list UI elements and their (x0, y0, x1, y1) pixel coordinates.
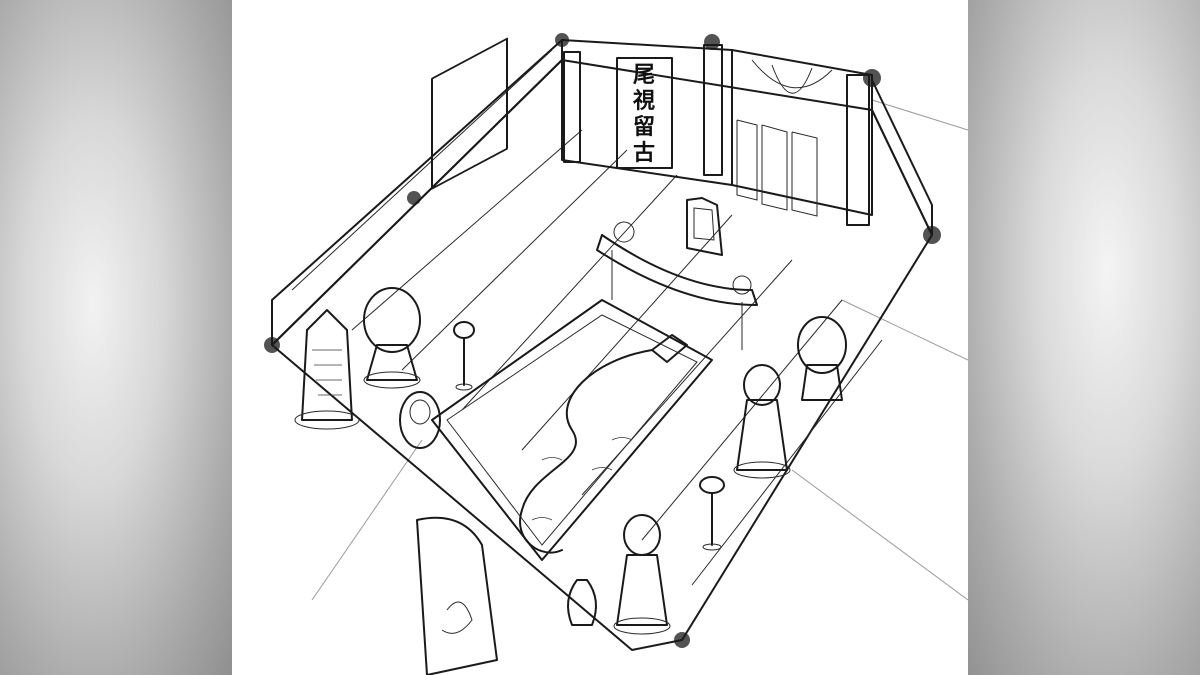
folding-screen-2 (761, 124, 788, 211)
door-panel (416, 516, 498, 675)
room-floor (271, 59, 933, 651)
banner-glyph-2: 視 (633, 88, 655, 114)
statue-right-2 (797, 316, 847, 401)
pillar-caps (264, 33, 941, 648)
desk (596, 221, 758, 350)
pillar-left (563, 51, 581, 163)
right-back-wall (731, 49, 873, 226)
statue-left-2 (294, 309, 360, 430)
pillar-center (703, 44, 723, 176)
cabinet (431, 37, 508, 190)
blurred-background-left (0, 0, 232, 675)
pot (613, 221, 635, 243)
statue-front (613, 514, 671, 635)
sketch-canvas: 尾 視 留 古 (232, 0, 968, 675)
pillar-right (846, 74, 870, 226)
back-wall: 尾 視 留 古 (561, 39, 733, 186)
throne-chair (686, 197, 723, 256)
statue-left-1 (363, 287, 421, 389)
folding-screen-3 (791, 131, 818, 217)
statue-right-1 (733, 364, 791, 479)
shield-drum (399, 391, 441, 449)
banner-glyph-1: 尾 (633, 62, 655, 88)
banner-glyph-4: 古 (633, 140, 655, 166)
brazier-left (453, 321, 475, 391)
dragon-rug (431, 299, 713, 561)
brazier-right (699, 476, 725, 551)
dragon-body (519, 349, 653, 554)
vase (567, 579, 597, 626)
calligraphy-banner (616, 57, 673, 169)
dragon-head (651, 334, 688, 363)
banner-glyph-3: 留 (633, 114, 655, 140)
right-wall (871, 79, 933, 236)
room-sketch-drawing: 尾 視 留 古 (264, 33, 968, 675)
blurred-background-right (968, 0, 1200, 675)
folding-screen-1 (736, 119, 758, 201)
crystal-ball (732, 275, 752, 295)
